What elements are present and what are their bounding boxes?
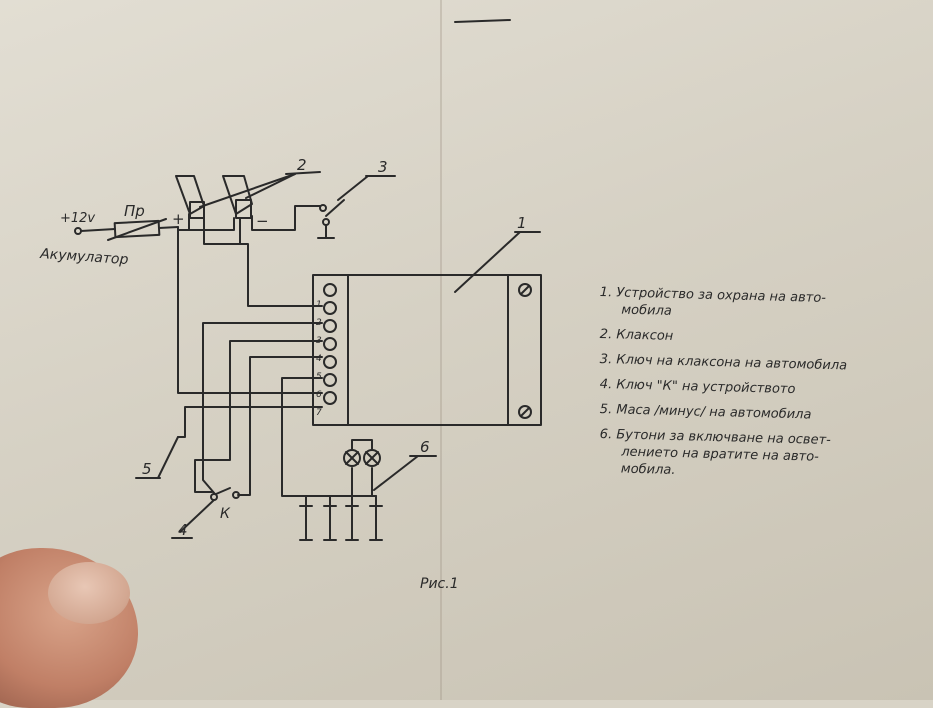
wire-terminal-5-to-buttons (281, 377, 323, 497)
legend-text: Ключ "К" на устройството (616, 377, 796, 398)
supply-label: +12v (60, 211, 95, 226)
callout-4-leader (179, 499, 215, 533)
terminal-screw (323, 319, 337, 333)
callout-3: 3 (378, 158, 388, 176)
security-device-box (312, 274, 542, 426)
legend-text: Ключ на клаксона на автомобила (616, 352, 848, 374)
terminal-screw (323, 301, 337, 315)
legend-item-5: 5. Маса /минус/ на автомобила (600, 401, 920, 426)
horn-switch-contact-top (319, 204, 327, 212)
legend-item-1: 1. Устройство за охрана на авто- мобила (599, 284, 920, 326)
legend-num: 1. (599, 284, 613, 301)
horn-switch-lever (325, 199, 345, 217)
mount-screw-bottom (518, 405, 532, 419)
callout-3-leader (337, 175, 369, 201)
callout-5: 5 (142, 460, 152, 478)
legend-item-6: 6. Бутони за включване на освет- лението… (599, 426, 920, 485)
wire-fuse-out (158, 226, 179, 229)
minus-label: − (256, 212, 269, 230)
wire-horn-plus (188, 213, 235, 231)
callout-2: 2 (297, 156, 307, 174)
wire-horn-minus-loop (203, 213, 241, 245)
fuse-label: Пр (124, 202, 145, 220)
terminal-screw (323, 337, 337, 351)
paper-fold-line (440, 0, 442, 700)
legend-num: 6. (599, 426, 613, 443)
battery-label: Акумулатор (39, 246, 129, 268)
mount-screw-bottom-slot (520, 407, 530, 417)
wire-horn-to-terminal-1 (239, 243, 323, 307)
legend-item-2: 2. Клаксон (600, 326, 920, 351)
door-button-group (299, 495, 383, 541)
terminal-label: 6 (316, 390, 322, 400)
callout-2-leader-b (245, 173, 296, 199)
key-label: К (220, 506, 231, 522)
horn-left-body (189, 201, 205, 219)
wire-lamps-top (351, 439, 373, 451)
key-contact-right (232, 491, 240, 499)
wire-supply (80, 228, 116, 232)
wire-terminal-7-to-ground (177, 406, 323, 438)
callout-2-leader-a (199, 173, 296, 208)
horn-right-body (235, 199, 252, 219)
legend-num: 2. (599, 326, 613, 343)
top-dash (454, 19, 511, 23)
legend-item-3: 3. Ключ на клаксона на автомобила (600, 351, 920, 376)
callout-1: 1 (517, 214, 527, 232)
legend-num: 5. (599, 401, 613, 418)
plus-label: + (172, 210, 185, 228)
terminal-label: 7 (316, 408, 322, 418)
legend-num: 4. (599, 376, 613, 393)
lamp-left-cross-b (345, 451, 359, 465)
legend-num: 3. (599, 351, 613, 368)
wire-to-horn-switch (251, 205, 321, 231)
wire-terminal-3-to-key (194, 340, 323, 493)
legend-item-4: 4. Ключ "К" на устройството (600, 376, 920, 401)
terminal-block: 1 2 3 4 5 6 7 (316, 283, 337, 418)
legend: 1. Устройство за охрана на авто- мобила … (600, 284, 920, 485)
callout-5-leader (157, 436, 179, 479)
callout-2-underline (285, 171, 321, 175)
lamp-right-cross-b (365, 451, 379, 465)
legend-text: Маса /минус/ на автомобила (616, 402, 812, 423)
callout-6-leader (373, 455, 419, 491)
callout-6: 6 (420, 438, 430, 456)
callout-4: 4 (178, 521, 188, 539)
terminal-screw (323, 355, 337, 369)
legend-text: Клаксон (616, 327, 674, 344)
fuse-line (107, 218, 167, 241)
fingernail-photo (48, 562, 130, 624)
wire-terminal-2-to-key (202, 322, 323, 495)
terminal-screw (323, 391, 337, 405)
mount-screw-top-slot (520, 285, 530, 295)
key-lever (215, 487, 231, 495)
terminal-screw (323, 283, 337, 297)
legend-text-cont: мобила (621, 302, 673, 319)
terminal-label: 4 (316, 354, 322, 364)
figure-caption: Рис.1 (420, 576, 459, 592)
callout-1-leader (454, 231, 521, 293)
wire-power-to-terminal-6 (177, 229, 323, 394)
wire-terminal-4-to-key (237, 356, 323, 496)
terminal-screw (323, 373, 337, 387)
mount-screw-top (518, 283, 532, 297)
